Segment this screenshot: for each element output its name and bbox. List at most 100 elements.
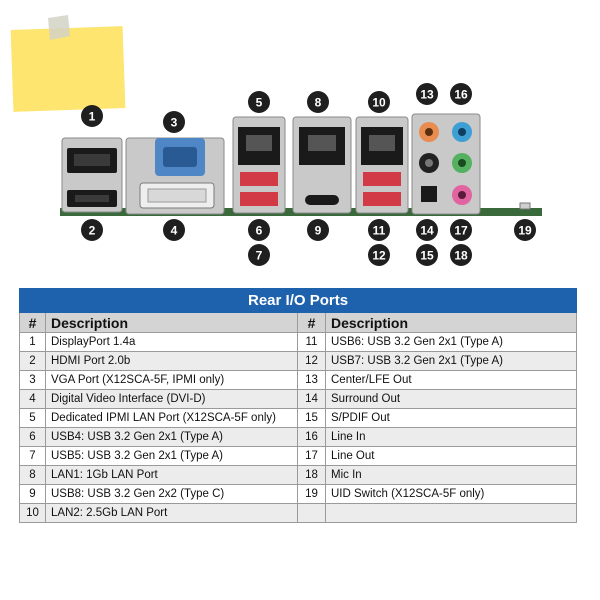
svg-text:7: 7 (256, 249, 263, 263)
port-description: S/PDIF Out (324, 408, 578, 428)
svg-text:10: 10 (372, 96, 386, 110)
svg-text:3: 3 (171, 116, 178, 130)
port-description: Surround Out (324, 389, 578, 409)
callout-10: 10 (368, 91, 390, 113)
port-number: 4 (19, 389, 46, 409)
callout-1: 1 (81, 105, 103, 127)
svg-text:13: 13 (420, 88, 434, 102)
svg-text:16: 16 (454, 88, 468, 102)
port-description: USB8: USB 3.2 Gen 2x2 (Type C) (45, 484, 298, 504)
port-number: 16 (297, 427, 326, 447)
callout-8: 8 (307, 91, 329, 113)
ipmi-lan-usb-stack (232, 116, 286, 214)
port-number: 11 (297, 332, 326, 352)
port-description: USB5: USB 3.2 Gen 2x1 (Type A) (45, 446, 298, 466)
lan1-usbc-stack (292, 116, 352, 214)
port-description: Mic In (324, 465, 578, 485)
port-description: VGA Port (X12SCA-5F, IPMI only) (45, 370, 298, 390)
usb6-port (363, 172, 401, 186)
port-number: 13 (297, 370, 326, 390)
table-row: 3 VGA Port (X12SCA-5F, IPMI only) 13 Cen… (19, 370, 578, 390)
port-number: 8 (19, 465, 46, 485)
port-number (297, 503, 326, 523)
svg-text:9: 9 (315, 224, 322, 238)
usb4-port (240, 172, 278, 186)
table-row: 10 LAN2: 2.5Gb LAN Port (19, 503, 578, 523)
port-description: HDMI Port 2.0b (45, 351, 298, 371)
table-row: 6 USB4: USB 3.2 Gen 2x1 (Type A) 16 Line… (19, 427, 578, 447)
port-description: Dedicated IPMI LAN Port (X12SCA-5F only) (45, 408, 298, 428)
sticky-note (10, 15, 126, 112)
callout-16: 16 (450, 83, 472, 105)
port-number: 19 (297, 484, 326, 504)
svg-text:18: 18 (454, 249, 468, 263)
port-description: Digital Video Interface (DVI-D) (45, 389, 298, 409)
svg-text:8: 8 (315, 96, 322, 110)
column-header-description-left: Description (45, 312, 298, 333)
callout-12: 12 (368, 244, 390, 266)
callout-17: 17 (450, 219, 472, 241)
port-description: DisplayPort 1.4a (45, 332, 298, 352)
svg-text:2: 2 (89, 224, 96, 238)
port-number: 18 (297, 465, 326, 485)
rear-io-ports-table: Rear I/O Ports # Description # Descripti… (18, 288, 578, 523)
usb5-port (240, 192, 278, 206)
svg-text:19: 19 (518, 224, 532, 238)
port-number: 2 (19, 351, 46, 371)
port-number: 9 (19, 484, 46, 504)
port-description (324, 503, 578, 523)
svg-text:17: 17 (454, 224, 468, 238)
vga-dvi-stack (125, 137, 225, 215)
callout-9: 9 (307, 219, 329, 241)
callout-2: 2 (81, 219, 103, 241)
table-row: 5 Dedicated IPMI LAN Port (X12SCA-5F onl… (19, 408, 578, 428)
callout-4: 4 (163, 219, 185, 241)
port-description: LAN2: 2.5Gb LAN Port (45, 503, 298, 523)
port-description: LAN1: 1Gb LAN Port (45, 465, 298, 485)
table-row: 1 DisplayPort 1.4a 11 USB6: USB 3.2 Gen … (19, 332, 578, 352)
callout-18: 18 (450, 244, 472, 266)
table-row: 9 USB8: USB 3.2 Gen 2x2 (Type C) 19 UID … (19, 484, 578, 504)
port-number: 3 (19, 370, 46, 390)
port-description: Line In (324, 427, 578, 447)
port-number: 14 (297, 389, 326, 409)
table-row: 4 Digital Video Interface (DVI-D) 14 Sur… (19, 389, 578, 409)
table-row: 7 USB5: USB 3.2 Gen 2x1 (Type A) 17 Line… (19, 446, 578, 466)
displayport-hdmi-stack (61, 137, 123, 213)
usb7-port (363, 192, 401, 206)
port-number: 12 (297, 351, 326, 371)
port-number: 15 (297, 408, 326, 428)
table-row: 2 HDMI Port 2.0b 12 USB7: USB 3.2 Gen 2x… (19, 351, 578, 371)
callout-3: 3 (163, 111, 185, 133)
port-number: 5 (19, 408, 46, 428)
svg-text:5: 5 (256, 96, 263, 110)
svg-text:11: 11 (373, 224, 386, 238)
svg-text:12: 12 (372, 249, 386, 263)
svg-text:14: 14 (420, 224, 434, 238)
port-description: UID Switch (X12SCA-5F only) (324, 484, 578, 504)
column-header-description-right: Description (324, 312, 578, 333)
spdif-out-port (421, 186, 437, 202)
port-description: USB4: USB 3.2 Gen 2x1 (Type A) (45, 427, 298, 447)
io-panel-diagram: 1 2 3 4 5 6 7 8 9 10 11 12 13 14 15 16 1… (10, 15, 542, 266)
callout-7: 7 (248, 244, 270, 266)
port-description: USB7: USB 3.2 Gen 2x1 (Type A) (324, 351, 578, 371)
port-number: 1 (19, 332, 46, 352)
port-number: 7 (19, 446, 46, 466)
callout-5: 5 (248, 91, 270, 113)
callout-13: 13 (416, 83, 438, 105)
svg-text:1: 1 (89, 110, 96, 124)
port-number: 6 (19, 427, 46, 447)
port-description: Center/LFE Out (324, 370, 578, 390)
callout-11: 11 (368, 219, 390, 241)
usbc-port (305, 195, 339, 205)
audio-jack-block (411, 113, 481, 215)
column-header-number-left: # (19, 312, 46, 333)
lan2-usb-stack (355, 116, 409, 214)
callout-19: 19 (514, 219, 536, 241)
table-row: 8 LAN1: 1Gb LAN Port 18 Mic In (19, 465, 578, 485)
callout-14: 14 (416, 219, 438, 241)
callout-15: 15 (416, 244, 438, 266)
uid-switch (519, 202, 531, 210)
svg-text:4: 4 (171, 224, 178, 238)
